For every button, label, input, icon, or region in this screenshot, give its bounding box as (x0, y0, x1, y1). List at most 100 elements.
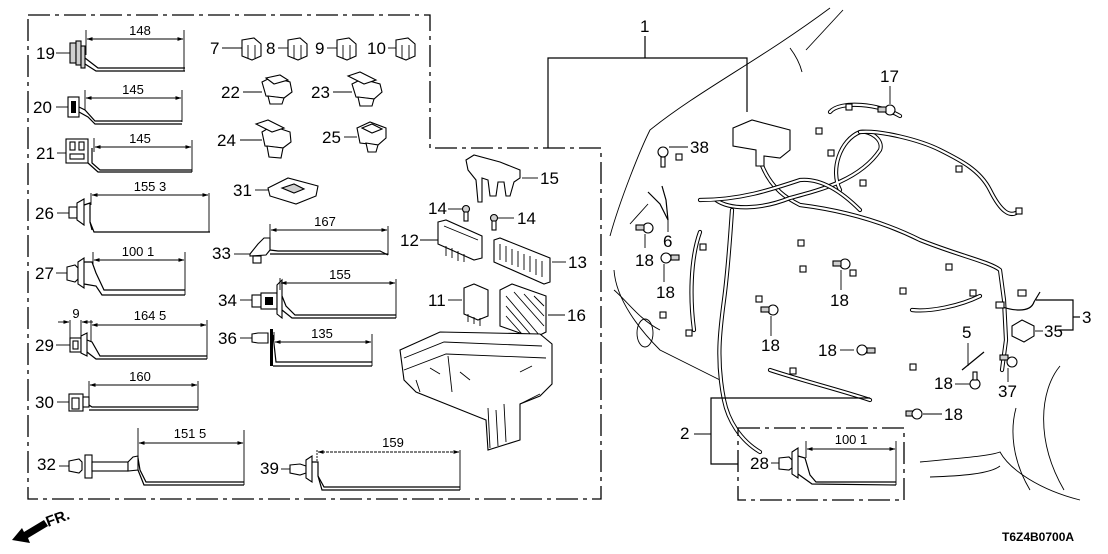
front-arrow-icon (12, 520, 48, 543)
callout-38: 38 (690, 138, 709, 157)
part-10-fuse[interactable]: 10 (367, 37, 416, 61)
callout-18d: 18 (830, 291, 849, 310)
part-30-clip[interactable]: 30 160 (35, 369, 199, 412)
part-16-fuse-block[interactable]: 16 (499, 283, 586, 339)
part-18-bolt-b[interactable]: 18 (656, 252, 680, 302)
part-11-relay[interactable]: 11 (428, 283, 489, 326)
part-31-cover[interactable]: 31 (233, 177, 319, 205)
part-18-bolt-f[interactable]: 18 (934, 371, 981, 393)
part-5-ground-terminal[interactable]: 5 (961, 323, 985, 371)
part-37-bolt[interactable]: 37 (998, 354, 1018, 401)
part-23-connector[interactable]: 23 (311, 71, 383, 107)
dimension-27: 100 1 (122, 244, 155, 259)
part-3-sub-harness[interactable]: 3 (995, 289, 1091, 331)
wheel-arch-outline (1043, 365, 1065, 491)
callout-32: 32 (37, 455, 56, 474)
part-15-cover[interactable]: 15 (465, 154, 559, 203)
callout-33: 33 (212, 244, 231, 263)
part-21-clip[interactable]: 21 145 (36, 131, 193, 173)
callout-36: 36 (218, 329, 237, 348)
callout-35: 35 (1044, 322, 1063, 341)
hood-outline (609, 7, 831, 237)
part-36-clip[interactable]: 36 135 (218, 326, 373, 367)
part-9-fuse[interactable]: 9 (315, 37, 357, 61)
part-8-fuse[interactable]: 8 (266, 37, 308, 61)
callout-14a: 14 (428, 199, 447, 218)
callout-15: 15 (540, 169, 559, 188)
callout-31: 31 (233, 181, 252, 200)
callout-18a: 18 (635, 251, 654, 270)
part-28-clip[interactable]: 28 100 1 (750, 432, 897, 486)
part-19-clip[interactable]: 19 148 (36, 23, 185, 72)
front-direction-indicator: FR. (12, 507, 72, 543)
callout-5: 5 (962, 323, 971, 342)
callout-18g: 18 (944, 405, 963, 424)
callout-11: 11 (428, 291, 446, 310)
part-26-clip[interactable]: 26 155 3 (35, 179, 210, 233)
part-18-bolt-a[interactable]: 18 (635, 222, 654, 270)
diagram-code: T6Z4B0700A (1002, 530, 1074, 544)
bumper-outline (613, 269, 721, 381)
callout-16: 16 (567, 306, 586, 325)
part-18-bolt-g[interactable]: 18 (905, 405, 963, 424)
part-2-harness[interactable]: 2 (680, 397, 870, 465)
part-1-harness-callout[interactable]: 1 (547, 17, 748, 148)
callout-28: 28 (750, 454, 769, 473)
dimension-32: 151 5 (174, 426, 207, 441)
callout-39: 39 (260, 459, 279, 478)
callout-21: 21 (36, 144, 55, 163)
dimension-29-offset: 9 (72, 306, 79, 321)
callout-12: 12 (400, 231, 419, 250)
callout-6: 6 (663, 232, 672, 251)
part-17-bolt[interactable]: 17 (877, 67, 899, 116)
fuse-box-body[interactable] (399, 331, 553, 451)
dimension-26: 155 3 (134, 179, 167, 194)
dimension-29: 164 5 (134, 308, 167, 323)
dimension-21: 145 (129, 131, 151, 146)
part-27-clip[interactable]: 27 100 1 (35, 244, 186, 296)
callout-7: 7 (210, 39, 219, 58)
part-29-clip[interactable]: 29 9 164 5 (35, 306, 208, 360)
callout-22: 22 (221, 83, 240, 102)
callout-18e: 18 (818, 341, 837, 360)
callout-27: 27 (35, 264, 54, 283)
part-35-bracket[interactable]: 35 (1011, 319, 1063, 343)
part-14-bolt-b[interactable]: 14 (489, 209, 536, 231)
part-39-clip[interactable]: 39 159 (260, 435, 461, 491)
callout-26: 26 (35, 204, 54, 223)
part-33-clip[interactable]: 33 167 (212, 214, 389, 264)
part-24-connector[interactable]: 24 (217, 119, 292, 159)
dimension-30: 160 (129, 369, 151, 384)
part-22-connector[interactable]: 22 (221, 74, 293, 105)
callout-23: 23 (311, 83, 330, 102)
callout-8: 8 (266, 39, 275, 58)
part-12-relay-block[interactable]: 12 (400, 219, 483, 262)
part-6-ground-wire[interactable]: 6 (629, 185, 672, 251)
part-34-clip[interactable]: 34 155 (218, 267, 397, 320)
callout-18c: 18 (761, 336, 780, 355)
part-32-clip[interactable]: 32 151 5 (37, 426, 245, 486)
callout-17: 17 (880, 67, 899, 86)
part-18-bolt-d[interactable]: 18 (830, 258, 851, 310)
part-13-relay-block[interactable]: 13 (493, 237, 587, 285)
engine-room-wire-harness[interactable] (659, 102, 1023, 455)
part-20-clip[interactable]: 20 145 (33, 82, 183, 125)
callout-2: 2 (680, 424, 689, 443)
part-38-bolt[interactable]: 38 (657, 138, 709, 168)
part-14-bolt-a[interactable]: 14 (428, 199, 471, 222)
callout-30: 30 (35, 393, 54, 412)
part-18-bolt-e[interactable]: 18 (818, 341, 876, 360)
callout-18b: 18 (656, 283, 675, 302)
dimension-39: 159 (382, 435, 404, 450)
dimension-20: 145 (122, 82, 144, 97)
part-18-bolt-c[interactable]: 18 (760, 304, 780, 355)
part-25-connector[interactable]: 25 (322, 121, 387, 153)
callout-24: 24 (217, 131, 236, 150)
callout-3: 3 (1082, 308, 1091, 327)
callout-10: 10 (367, 39, 386, 58)
dimension-36: 135 (311, 326, 333, 341)
fender-outline (919, 451, 1081, 501)
front-label: FR. (44, 507, 73, 531)
part-7-fuse[interactable]: 7 (210, 37, 262, 61)
callout-29: 29 (35, 336, 54, 355)
